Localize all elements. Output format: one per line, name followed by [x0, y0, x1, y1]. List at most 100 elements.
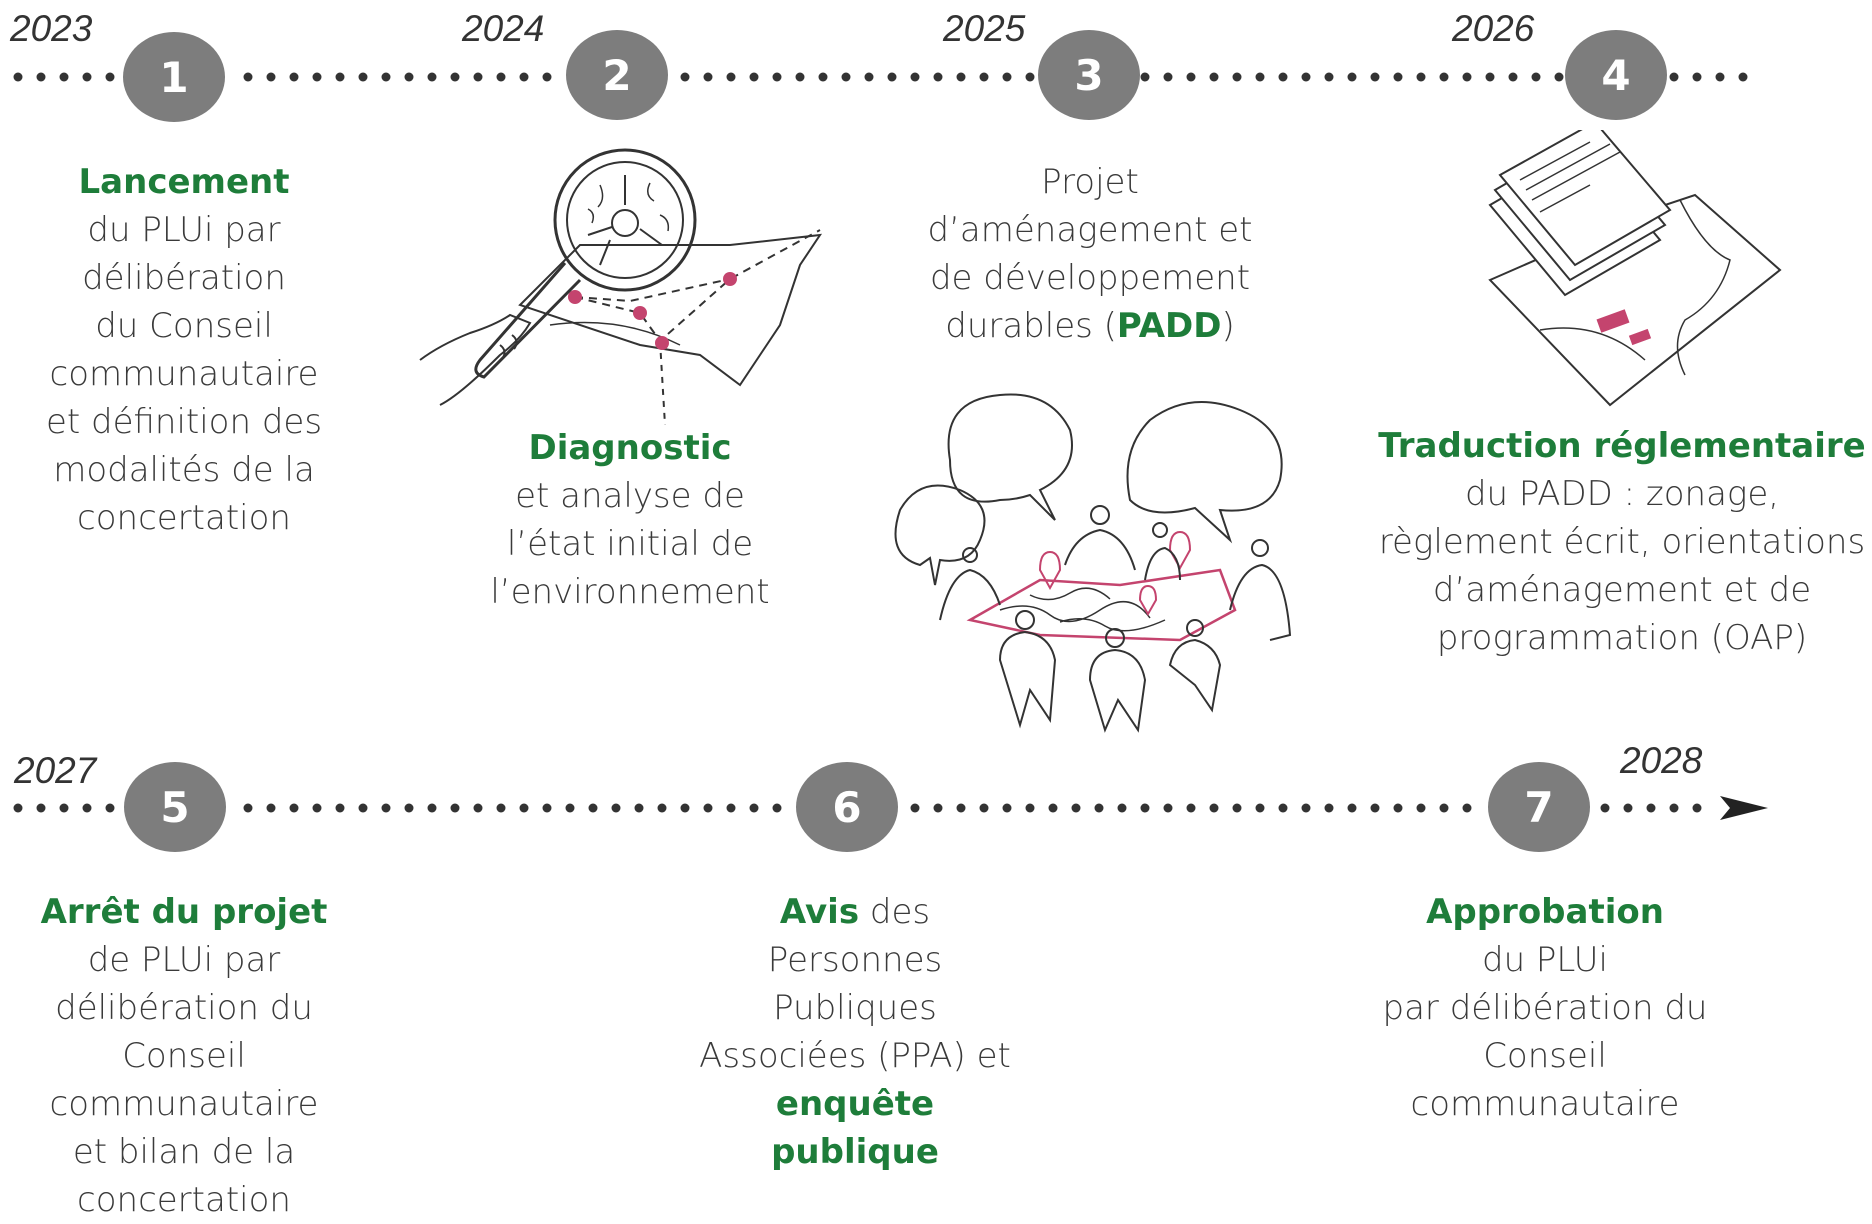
- step-1-line: délibération: [82, 258, 286, 298]
- timeline-dot: [1416, 803, 1426, 813]
- timeline-dot: [404, 803, 414, 813]
- timeline-dot: [427, 72, 437, 82]
- step-2-line: et analyse de: [515, 476, 745, 516]
- year-2025: 2025: [943, 8, 1026, 49]
- timeline-dot: [887, 72, 897, 82]
- timeline-dot: [519, 803, 529, 813]
- timeline-dot: [496, 72, 506, 82]
- timeline-dot: [680, 72, 690, 82]
- timeline-dot: [1140, 803, 1150, 813]
- timeline-dot: [381, 803, 391, 813]
- timeline-dot: [1738, 72, 1748, 82]
- step-6-title-suffix: des: [859, 892, 931, 932]
- timeline-dot: [1232, 72, 1242, 82]
- timeline-dot: [59, 72, 69, 82]
- step-6-line: Personnes: [767, 940, 943, 980]
- timeline-dot: [1255, 803, 1265, 813]
- timeline-dot: [1071, 803, 1081, 813]
- step-6-text: Avis des Personnes Publiques Associées (…: [680, 888, 1030, 1176]
- timeline-dot: [1278, 72, 1288, 82]
- step-3-line: de développement: [929, 258, 1251, 298]
- timeline-dot: [818, 72, 828, 82]
- step-5-line: communautaire: [49, 1084, 319, 1124]
- timeline-dot: [450, 803, 460, 813]
- timeline-dot: [841, 72, 851, 82]
- timeline-dot: [634, 803, 644, 813]
- step-6-line: Associées (PPA) et: [699, 1036, 1011, 1076]
- step-4-title: Traduction réglementaire: [1378, 426, 1866, 466]
- timeline-dot: [1324, 803, 1334, 813]
- timeline-dot: [565, 803, 575, 813]
- year-2027: 2027: [14, 750, 97, 791]
- step-6-title-line: Avis des: [680, 888, 1030, 936]
- timeline-dot: [1025, 803, 1035, 813]
- timeline-dot: [1048, 803, 1058, 813]
- timeline-dot: [105, 803, 115, 813]
- timeline-dot: [933, 803, 943, 813]
- timeline-dot: [1393, 803, 1403, 813]
- timeline-dot: [910, 72, 920, 82]
- timeline-dot: [36, 803, 46, 813]
- step-3-text: Projet d’aménagement et de développement…: [900, 158, 1280, 350]
- timeline-dot: [36, 72, 46, 82]
- timeline-dot: [1370, 72, 1380, 82]
- step-7-line: du PLUi: [1481, 940, 1609, 980]
- timeline-dot: [1347, 803, 1357, 813]
- step-4-text: Traduction réglementaire du PADD : zonag…: [1372, 422, 1872, 662]
- step-5-text: Arrêt du projet de PLUi par délibération…: [0, 888, 368, 1224]
- step-1-line: communautaire: [49, 354, 319, 394]
- step-5-line: de PLUi par: [87, 940, 281, 980]
- step-3-padd: PADD: [1116, 306, 1222, 346]
- timeline-dot: [243, 803, 253, 813]
- timeline-dot: [1393, 72, 1403, 82]
- timeline-dot: [1209, 72, 1219, 82]
- step-1-line: concertation: [77, 498, 291, 538]
- timeline-dot: [381, 72, 391, 82]
- timeline-dot: [1278, 803, 1288, 813]
- timeline-dot: [588, 803, 598, 813]
- timeline-dot: [1485, 72, 1495, 82]
- timeline-dot: [1439, 72, 1449, 82]
- timeline-dot: [519, 72, 529, 82]
- timeline-dot: [473, 803, 483, 813]
- timeline-dot: [358, 72, 368, 82]
- timeline-dot: [726, 803, 736, 813]
- timeline-dot: [1186, 803, 1196, 813]
- timeline-dot: [1301, 72, 1311, 82]
- timeline-dot: [1163, 72, 1173, 82]
- step-6-circle: 6: [796, 762, 898, 852]
- step-2-circle: 2: [566, 30, 668, 120]
- timeline-dot: [1140, 72, 1150, 82]
- step-3-last-suffix: ): [1221, 306, 1235, 346]
- timeline-dot: [979, 72, 989, 82]
- timeline-dot: [1715, 72, 1725, 82]
- step-4-line: règlement écrit, orientations: [1378, 522, 1866, 562]
- timeline-dot: [496, 803, 506, 813]
- timeline-dot: [611, 803, 621, 813]
- step-4-line: d’aménagement et de: [1432, 570, 1812, 610]
- timeline-row-1: [13, 72, 1748, 82]
- timeline-dot: [289, 72, 299, 82]
- timeline-dot: [1439, 803, 1449, 813]
- timeline-dot: [427, 803, 437, 813]
- timeline-dot: [749, 803, 759, 813]
- timeline-dot: [772, 72, 782, 82]
- timeline-dot: [680, 803, 690, 813]
- step-7-line: communautaire: [1410, 1084, 1680, 1124]
- timeline-dot: [1002, 72, 1012, 82]
- timeline-dot: [542, 803, 552, 813]
- timeline-dot: [1186, 72, 1196, 82]
- year-2023: 2023: [10, 8, 93, 49]
- year-2026: 2026: [1452, 8, 1535, 49]
- timeline-dot: [1209, 803, 1219, 813]
- step-1-line: du Conseil: [95, 306, 273, 346]
- step-3-last-prefix: durables (: [945, 306, 1117, 346]
- step-2-title: Diagnostic: [528, 428, 732, 468]
- step-5-circle: 5: [124, 762, 226, 852]
- step-7-line: par délibération du: [1382, 988, 1708, 1028]
- timeline-dot: [956, 803, 966, 813]
- step-1-line: du PLUi par: [87, 210, 281, 250]
- timeline-dot: [1623, 803, 1633, 813]
- step-2-line: l’état initial de: [506, 524, 754, 564]
- step-3-circle: 3: [1038, 30, 1140, 120]
